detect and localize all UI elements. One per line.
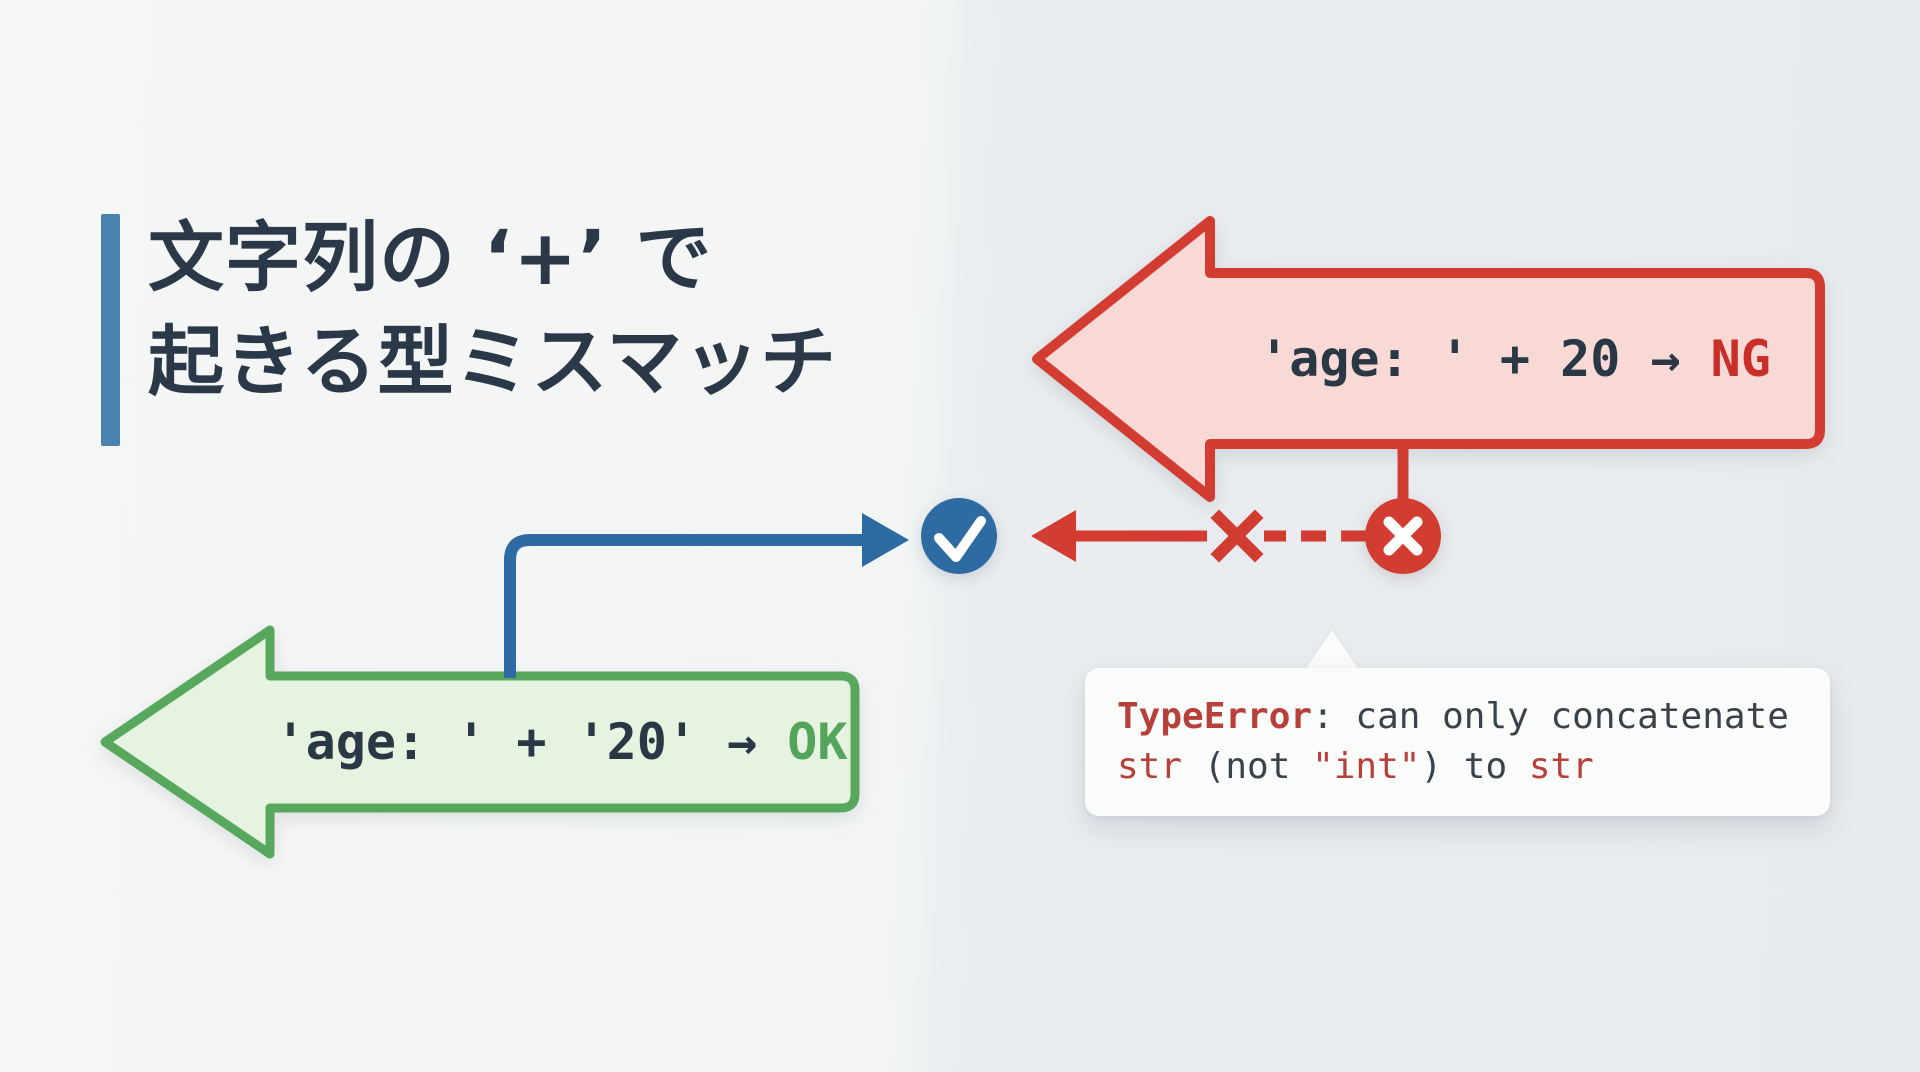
ok-arrow-shape — [100, 625, 860, 859]
ok-connector-line — [504, 534, 864, 678]
tooltip-line-2: str (not "int") to str — [1117, 742, 1798, 792]
tooltip-line-1: TypeError: can only concatenate — [1117, 692, 1798, 742]
success-check-icon — [921, 498, 997, 574]
page-title-line-1: 文字列の ‘+’ で — [148, 213, 713, 302]
title-accent-bar — [101, 214, 120, 446]
ng-code-label: 'age: ' + 20 → NG — [1210, 273, 1820, 444]
ng-arrow-shape — [1032, 216, 1825, 502]
plain-token: ) to — [1420, 746, 1529, 787]
page-title: 文字列の ‘+’ で 起きる型ミスマッチ — [148, 206, 1048, 414]
ok-verdict-badge: OK — [787, 713, 848, 771]
str-token: str — [1117, 746, 1183, 787]
ng-code-text: 'age: ' + 20 → — [1259, 329, 1711, 388]
page-title-line-2: 起きる型ミスマッチ — [148, 317, 838, 406]
ok-code-text: 'age: ' + '20' → — [275, 713, 788, 771]
blocked-cross-icon — [1210, 509, 1264, 563]
int-token: "int" — [1312, 746, 1421, 787]
error-x-icon — [1365, 498, 1441, 574]
error-type-text: TypeError — [1117, 696, 1313, 737]
ok-code-label: 'age: ' + '20' → OK — [268, 676, 855, 808]
ng-verdict-badge: NG — [1710, 329, 1771, 388]
ok-connector-arrowhead — [862, 513, 909, 567]
error-tooltip: TypeError: can only concatenate str (not… — [1085, 668, 1830, 816]
plain-token: (not — [1182, 746, 1313, 787]
tooltip-caret — [1305, 630, 1359, 670]
error-message-part: : can only concatenate — [1312, 696, 1789, 737]
ng-flow-arrowhead — [1031, 510, 1076, 562]
str-token: str — [1528, 746, 1594, 787]
